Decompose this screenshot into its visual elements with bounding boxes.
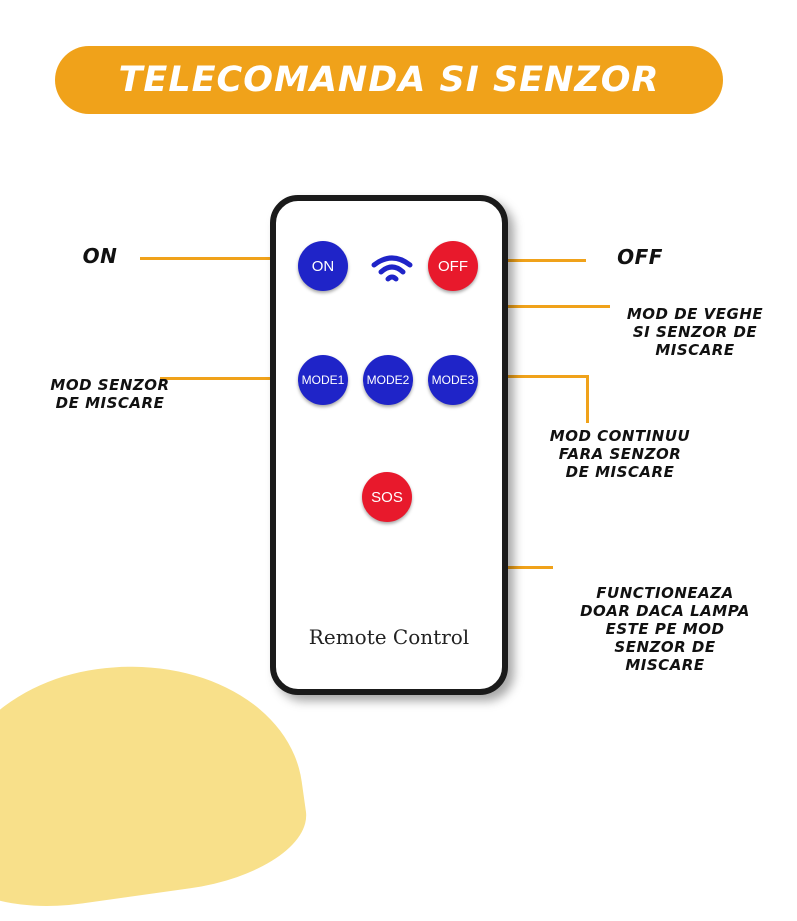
- mode2-button[interactable]: MODE2: [363, 355, 413, 405]
- on-button[interactable]: ON: [298, 241, 348, 291]
- mode3-callout-line-1: MOD CONTINUU: [549, 427, 691, 445]
- off-button[interactable]: OFF: [428, 241, 478, 291]
- sos-callout-line-4: SENZOR DE: [614, 638, 716, 656]
- off-connector-line: [470, 259, 586, 262]
- mode3-callout-line-3: DE MISCARE: [565, 463, 675, 481]
- mode3-connector-vertical: [586, 375, 589, 423]
- mode3-callout: MOD CONTINUU FARA SENZOR DE MISCARE: [530, 427, 710, 481]
- mode1-callout-line-1: MOD SENZOR: [50, 376, 170, 394]
- on-callout: ON: [82, 244, 118, 268]
- mode2-callout-line-1: MOD DE VEGHE: [626, 305, 764, 323]
- sos-callout: FUNCTIONEAZA DOAR DACA LAMPA ESTE PE MOD…: [550, 584, 780, 674]
- on-connector-line: [140, 257, 308, 260]
- mode3-callout-line-2: FARA SENZOR: [558, 445, 682, 463]
- sos-callout-line-1: FUNCTIONEAZA: [596, 584, 734, 602]
- sos-callout-line-5: MISCARE: [625, 656, 705, 674]
- off-button-label: OFF: [438, 257, 468, 275]
- title-banner: TELECOMANDA SI SENZOR: [55, 46, 723, 114]
- wifi-icon: [371, 255, 413, 282]
- mode3-button[interactable]: MODE3: [428, 355, 478, 405]
- mode2-callout-line-3: MISCARE: [655, 341, 735, 359]
- mode1-callout: MOD SENZOR DE MISCARE: [20, 376, 200, 412]
- mode1-button-label: MODE1: [301, 373, 345, 387]
- mode1-connector-line: [160, 377, 300, 380]
- sos-button[interactable]: SOS: [362, 472, 412, 522]
- mode1-button[interactable]: MODE1: [298, 355, 348, 405]
- mode2-callout: MOD DE VEGHE SI SENZOR DE MISCARE: [610, 305, 780, 359]
- mode3-button-label: MODE3: [431, 373, 475, 387]
- mode2-button-label: MODE2: [366, 373, 410, 387]
- off-callout: OFF: [617, 245, 663, 269]
- on-button-label: ON: [311, 257, 335, 275]
- mode2-callout-line-2: SI SENZOR DE: [632, 323, 758, 341]
- remote-label: Remote Control: [308, 625, 470, 649]
- remote-control: ON OFF MODE1 MODE2 MODE3 SOS Remote Cont…: [270, 195, 508, 695]
- page-title: TELECOMANDA SI SENZOR: [118, 60, 660, 100]
- sos-callout-line-2: DOAR DACA LAMPA: [580, 602, 750, 620]
- mode1-callout-line-2: DE MISCARE: [55, 394, 165, 412]
- mode3-connector-horizontal: [470, 375, 588, 378]
- sos-button-label: SOS: [371, 488, 403, 506]
- corner-decoration: [0, 643, 315, 921]
- sos-callout-line-3: ESTE PE MOD: [605, 620, 725, 638]
